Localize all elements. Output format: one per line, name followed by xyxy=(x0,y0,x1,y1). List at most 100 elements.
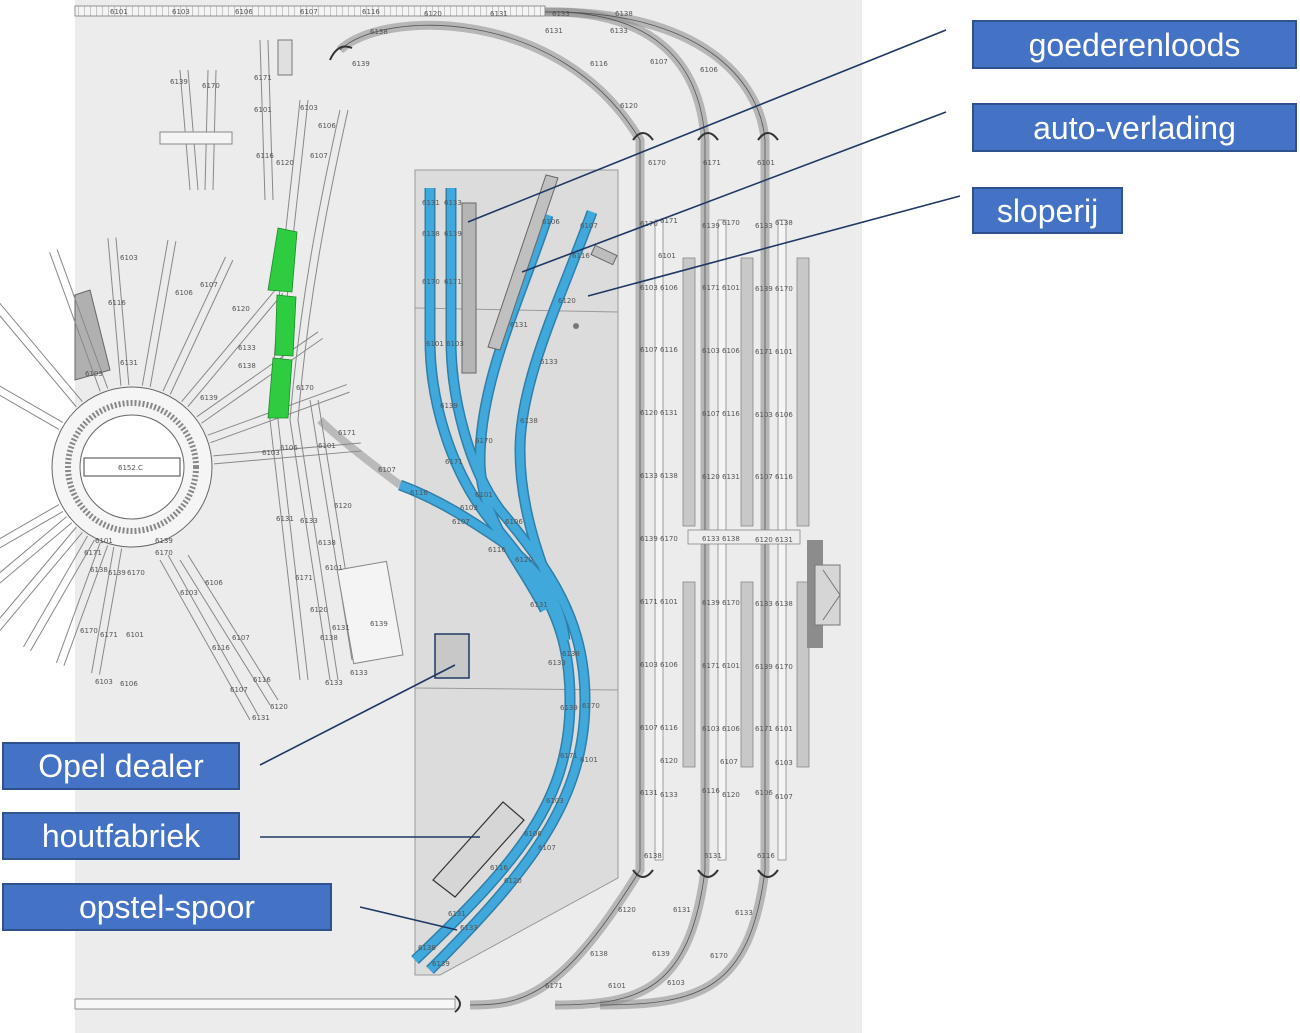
track-number: 6139 xyxy=(702,222,720,230)
track-number: 6120 xyxy=(722,791,740,799)
track-number: 6106 xyxy=(755,789,773,797)
track-number: 6103 xyxy=(120,254,138,262)
radial-track-rail xyxy=(0,532,83,631)
track-number: 6139 xyxy=(755,663,773,671)
leader-lines xyxy=(259,29,961,931)
track-number: 6171 xyxy=(100,631,118,639)
green-turnout-section xyxy=(267,227,298,419)
track-number: 6120 xyxy=(618,906,636,914)
track-number: 6116 xyxy=(757,852,775,860)
track-number: 6120 xyxy=(660,757,678,765)
track-number: 6107 xyxy=(300,8,318,16)
track-number: 6103 xyxy=(667,979,685,987)
track-number: 6133 xyxy=(325,679,343,687)
track-number: 6138 xyxy=(370,28,388,36)
radial-track-rail xyxy=(30,539,95,652)
radial-track-rail xyxy=(91,546,115,674)
radial-track-rail xyxy=(187,293,284,408)
track-number: 6131 xyxy=(660,409,678,417)
radial-track-rail xyxy=(107,238,122,386)
auto-verlading-ramp xyxy=(487,174,559,351)
radial-track-rail xyxy=(49,252,101,392)
track-number: 6116 xyxy=(590,60,608,68)
track-number: 6133 xyxy=(350,669,368,677)
track-number: 6103 xyxy=(640,284,658,292)
track-number: 6139 xyxy=(370,620,388,628)
radial-track-rail xyxy=(162,256,227,392)
track-number: 6171 xyxy=(660,217,678,225)
track-number: 6171 xyxy=(445,458,463,466)
radial-track-rail xyxy=(23,535,88,648)
track-number: 6116 xyxy=(490,864,508,872)
track-number: 6133 xyxy=(460,924,478,932)
track-number: 6139 xyxy=(755,285,773,293)
radial-track-rail xyxy=(0,385,64,423)
track-number: 6106 xyxy=(318,122,336,130)
track-number: 6133 xyxy=(660,791,678,799)
track-number: 6101 xyxy=(775,725,793,733)
radial-track-rail xyxy=(55,542,101,664)
track-number: 6106 xyxy=(175,289,193,297)
track-number: 6138 xyxy=(775,219,793,227)
track-number: 6103 xyxy=(775,759,793,767)
track-number: 6120 xyxy=(276,159,294,167)
track-number: 6103 xyxy=(300,104,318,112)
track-number: 6116 xyxy=(660,724,678,732)
track-number: 6101 xyxy=(325,564,343,572)
track-number: 6106 xyxy=(205,579,223,587)
right-yard-tracks xyxy=(654,219,810,861)
track-number: 6107 xyxy=(640,346,658,354)
radial-track-rail xyxy=(115,237,130,386)
track-number: 6103 xyxy=(180,589,198,597)
blue-yard-tracks xyxy=(398,188,598,974)
track-number: 6106 xyxy=(542,218,560,226)
turntable-radial-tracks xyxy=(0,237,362,675)
track-number: 6133 xyxy=(640,472,658,480)
track-number: 6103 xyxy=(460,504,478,512)
track-number: 6116 xyxy=(410,489,428,497)
track-number: 6106 xyxy=(660,661,678,669)
track-number: 6106 xyxy=(235,8,253,16)
label-opstel-spoor: opstel-spoor xyxy=(2,883,332,931)
track-number: 6103 xyxy=(85,370,103,378)
track-number: 6131 xyxy=(252,714,270,722)
track-number: 6103 xyxy=(755,411,773,419)
radial-track-rail xyxy=(56,249,109,389)
track-number: 6138 xyxy=(90,566,108,574)
track-number: 6138 xyxy=(418,944,436,952)
track-number: 6131 xyxy=(448,910,466,918)
track-number: 6171 xyxy=(755,348,773,356)
track-number: 6120 xyxy=(504,877,522,885)
track-number: 6133 xyxy=(755,222,773,230)
track-number: 6138 xyxy=(238,362,256,370)
track-number: 6106 xyxy=(700,66,718,74)
radial-track-rail xyxy=(0,394,60,430)
track-number: 6131 xyxy=(722,473,740,481)
track-number: 6171 xyxy=(295,574,313,582)
track-number: 6120 xyxy=(702,473,720,481)
track-number: 6139 xyxy=(108,569,126,577)
track-number: 6107 xyxy=(702,410,720,418)
track-number: 6133 xyxy=(444,199,462,207)
track-number: 6139 xyxy=(432,960,450,968)
track-number: 6170 xyxy=(475,437,493,445)
track-number: 6170 xyxy=(722,219,740,227)
track-number: 6101 xyxy=(126,631,144,639)
label-houtfabriek: houtfabriek xyxy=(2,812,240,860)
track-number: 6133 xyxy=(540,358,558,366)
track-number: 6138 xyxy=(590,950,608,958)
radial-track-rail xyxy=(181,287,278,402)
track-number: 6116 xyxy=(212,644,230,652)
track-number: 6138 xyxy=(775,600,793,608)
track-number: 6133 xyxy=(755,600,773,608)
track-number: 6107 xyxy=(755,473,773,481)
track-number: 6107 xyxy=(310,152,328,160)
track-number: 6120 xyxy=(270,703,288,711)
track-number: 6170 xyxy=(722,599,740,607)
leader-sloperij xyxy=(587,195,961,297)
loop-end-clips xyxy=(329,45,779,878)
track-number: 6139 xyxy=(170,78,188,86)
track-number: 6138 xyxy=(615,10,633,18)
track-number: 6116 xyxy=(660,346,678,354)
track-number: 6138 xyxy=(318,539,336,547)
